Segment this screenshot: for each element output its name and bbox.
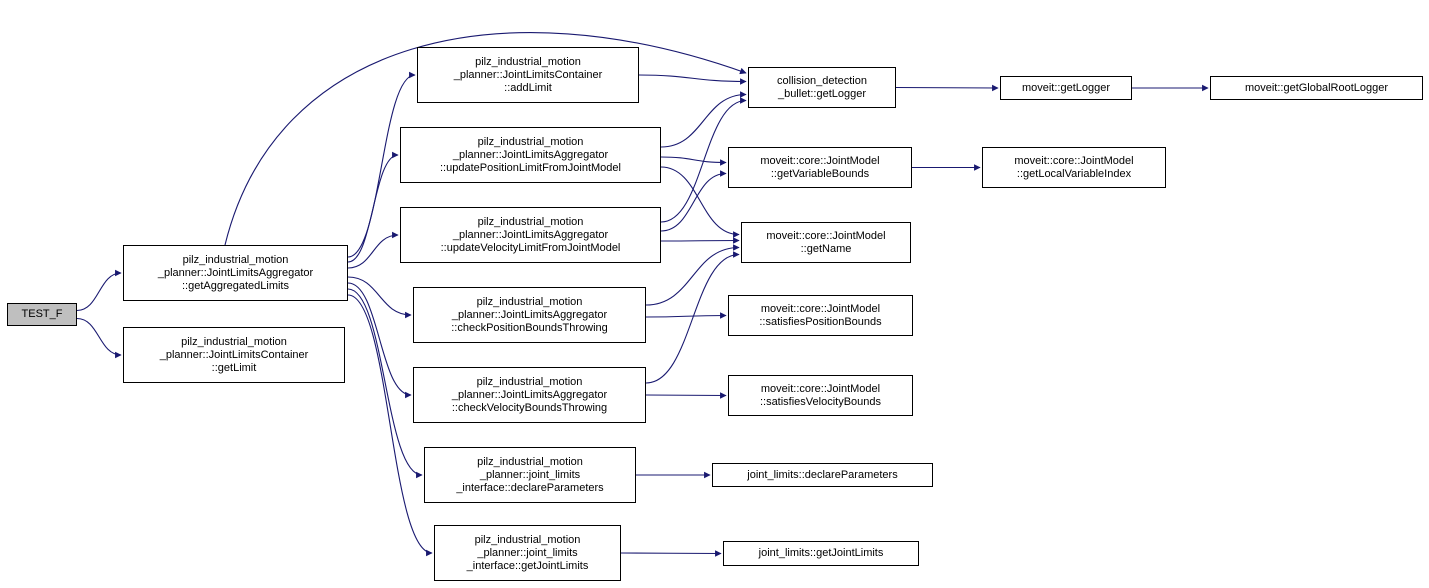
graph-node-label: moveit::core::JointModel [760,302,881,315]
graph-node-label: ::satisfiesVelocityBounds [759,395,882,408]
graph-node-label: pilz_industrial_motion [477,455,583,468]
graph-node-label: pilz_industrial_motion [181,335,287,348]
call-edge-add_limit-to-bullet_get_logger [638,74,747,85]
call-edge-update_velocity_limit-to-get_name [660,237,740,244]
call-edge-check_position_bounds-to-satisfies_position_bounds [645,312,727,319]
graph-node-label: moveit::core::JointModel [760,154,880,167]
graph-node-get_aggregated_limits[interactable]: pilz_industrial_motion_planner::JointLim… [123,245,348,301]
graph-node-label: _planner::JointLimitsAggregator [452,228,609,241]
call-edge-get_aggregated_limits-to-check_velocity_bounds [347,282,412,399]
call-edge-check_position_bounds-to-get_name [645,244,740,306]
graph-node-label: ::getName [800,242,852,255]
call-edge-get_aggregated_limits-to-add_limit [347,71,416,258]
graph-node-label: moveit::core::JointModel [766,229,886,242]
graph-node-get_joint_limits_pilz[interactable]: pilz_industrial_motion_planner::joint_li… [434,525,621,581]
call-edge-get_aggregated_limits-to-get_joint_limits_pilz [347,294,433,557]
graph-node-jl_declare_parameters[interactable]: joint_limits::declareParameters [712,463,933,487]
graph-node-label: moveit::core::JointModel [1014,154,1134,167]
call-edge-check_velocity_bounds-to-get_name [645,251,740,384]
call-edge-test_f-to-get_aggregated_limits [76,269,122,312]
graph-node-label: _bullet::getLogger [777,87,867,100]
call-edge-get_aggregated_limits-to-declare_parameters_pilz [347,288,423,479]
call-edge-bullet_get_logger-to-moveit_get_logger [895,84,999,92]
graph-node-label: _interface::getJointLimits [466,559,589,572]
graph-node-update_velocity_limit[interactable]: pilz_industrial_motion_planner::JointLim… [400,207,661,263]
graph-node-label: pilz_industrial_motion [476,375,583,388]
graph-node-label: pilz_industrial_motion [476,295,583,308]
call-edge-update_velocity_limit-to-get_variable_bounds [660,170,727,232]
graph-node-label: ::satisfiesPositionBounds [759,315,882,328]
graph-node-label: moveit::getLogger [1021,81,1111,94]
graph-node-get_local_variable_index[interactable]: moveit::core::JointModel::getLocalVariab… [982,147,1166,188]
graph-node-label: ::getVariableBounds [770,167,870,180]
graph-node-label: ::checkPositionBoundsThrowing [451,321,608,334]
call-edge-check_velocity_bounds-to-satisfies_velocity_bounds [645,392,727,399]
graph-node-get_variable_bounds[interactable]: moveit::core::JointModel::getVariableBou… [728,147,912,188]
call-edge-get_joint_limits_pilz-to-jl_get_joint_limits [620,550,722,557]
call-edge-test_f-to-get_limit [76,317,122,359]
graph-node-label: ::addLimit [504,81,552,94]
call-edge-update_position_limit-to-bullet_get_logger [660,91,747,148]
graph-node-label: ::updatePositionLimitFromJointModel [440,161,621,174]
graph-node-satisfies_position_bounds[interactable]: moveit::core::JointModel::satisfiesPosit… [728,295,913,336]
graph-node-label: _planner::joint_limits [479,468,581,481]
graph-node-label: pilz_industrial_motion [475,55,581,68]
graph-node-label: collision_detection [777,74,867,87]
graph-node-label: moveit::getGlobalRootLogger [1244,81,1389,94]
graph-node-get_global_root_logger[interactable]: moveit::getGlobalRootLogger [1210,76,1423,100]
graph-node-label: _interface::declareParameters [456,481,604,494]
graph-node-bullet_get_logger[interactable]: collision_detection_bullet::getLogger [748,67,896,108]
graph-node-label: pilz_industrial_motion [477,135,584,148]
graph-node-check_velocity_bounds[interactable]: pilz_industrial_motion_planner::JointLim… [413,367,646,423]
graph-node-check_position_bounds[interactable]: pilz_industrial_motion_planner::JointLim… [413,287,646,343]
graph-node-test_f[interactable]: TEST_F [7,303,77,326]
graph-node-label: ::checkVelocityBoundsThrowing [451,401,608,414]
graph-node-label: _planner::joint_limits [477,546,578,559]
call-edge-update_position_limit-to-get_name [660,166,740,238]
graph-node-get_limit[interactable]: pilz_industrial_motion_planner::JointLim… [123,327,345,383]
graph-node-label: joint_limits::getJointLimits [758,547,884,559]
graph-node-label: pilz_industrial_motion [474,533,581,546]
graph-node-label: ::getLimit [211,361,257,374]
graph-node-jl_get_joint_limits[interactable]: joint_limits::getJointLimits [723,541,919,566]
graph-node-label: _planner::JointLimitsAggregator [451,388,608,401]
graph-node-label: moveit::core::JointModel [760,382,881,395]
graph-node-satisfies_velocity_bounds[interactable]: moveit::core::JointModel::satisfiesVeloc… [728,375,913,416]
graph-node-get_name[interactable]: moveit::core::JointModel::getName [741,222,911,263]
graph-node-label: pilz_industrial_motion [477,215,584,228]
graph-node-add_limit[interactable]: pilz_industrial_motion_planner::JointLim… [417,47,639,103]
graph-node-label: ::getLocalVariableIndex [1016,167,1132,180]
graph-node-label: ::updateVelocityLimitFromJointModel [440,241,621,254]
graph-node-label: joint_limits::declareParameters [747,468,898,481]
graph-node-label: pilz_industrial_motion [182,253,289,266]
graph-node-label: _planner::JointLimitsContainer [159,348,309,361]
call-edge-get_aggregated_limits-to-bullet_get_logger [224,32,747,246]
call-edge-get_aggregated_limits-to-check_position_bounds [347,276,412,319]
graph-node-label: _planner::JointLimitsAggregator [451,308,608,321]
graph-node-label: ::getAggregatedLimits [181,279,289,292]
graph-node-moveit_get_logger[interactable]: moveit::getLogger [1000,76,1132,100]
call-edge-get_aggregated_limits-to-update_velocity_limit [347,231,399,269]
call-edge-get_aggregated_limits-to-update_position_limit [347,151,399,263]
graph-node-label: TEST_F [21,308,63,320]
graph-node-label: _planner::JointLimitsAggregator [157,266,314,279]
call-edge-update_velocity_limit-to-bullet_get_logger [660,97,747,223]
graph-node-label: _planner::JointLimitsAggregator [452,148,609,161]
graph-node-declare_parameters_pilz[interactable]: pilz_industrial_motion_planner::joint_li… [424,447,636,503]
call-edge-update_position_limit-to-get_variable_bounds [660,156,727,166]
graph-node-label: _planner::JointLimitsContainer [453,68,603,81]
graph-node-update_position_limit[interactable]: pilz_industrial_motion_planner::JointLim… [400,127,661,183]
